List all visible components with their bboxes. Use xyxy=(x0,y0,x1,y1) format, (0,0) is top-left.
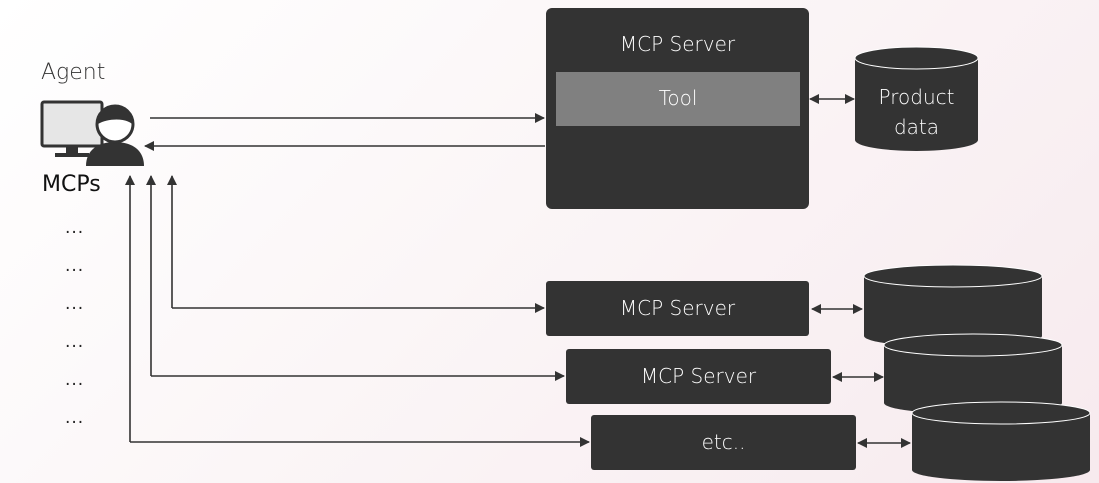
ellipsis-3: ... xyxy=(65,294,85,314)
monitor-icon xyxy=(40,100,104,148)
server-1-label: MCP Server xyxy=(619,296,736,320)
product-data-label: Product data xyxy=(878,85,955,139)
ellipsis-4: ... xyxy=(65,332,85,352)
tool-box xyxy=(556,72,800,126)
tool-label: Tool xyxy=(658,86,698,110)
datastore-cylinder-3 xyxy=(911,401,1091,481)
server-3-label: etc.. xyxy=(701,430,746,454)
datastore-cylinder-2 xyxy=(883,333,1063,414)
datastore-cylinder-1 xyxy=(863,264,1043,347)
ellipsis-5: ... xyxy=(65,370,85,390)
main-server-title: MCP Server xyxy=(619,32,736,56)
server-box-1 xyxy=(546,281,809,336)
product-data-cylinder xyxy=(854,46,979,151)
server-2-label: MCP Server xyxy=(640,364,757,388)
ellipsis-2: ... xyxy=(65,256,85,276)
ellipsis-6: ... xyxy=(65,408,85,428)
agent-label: Agent xyxy=(41,60,106,85)
agent-icon xyxy=(40,100,144,166)
ellipsis-1: ... xyxy=(65,218,85,238)
person-icon xyxy=(86,104,144,166)
server-box-2 xyxy=(566,349,831,404)
server-box-3 xyxy=(591,415,856,470)
mcps-label: MCPs xyxy=(42,172,101,197)
